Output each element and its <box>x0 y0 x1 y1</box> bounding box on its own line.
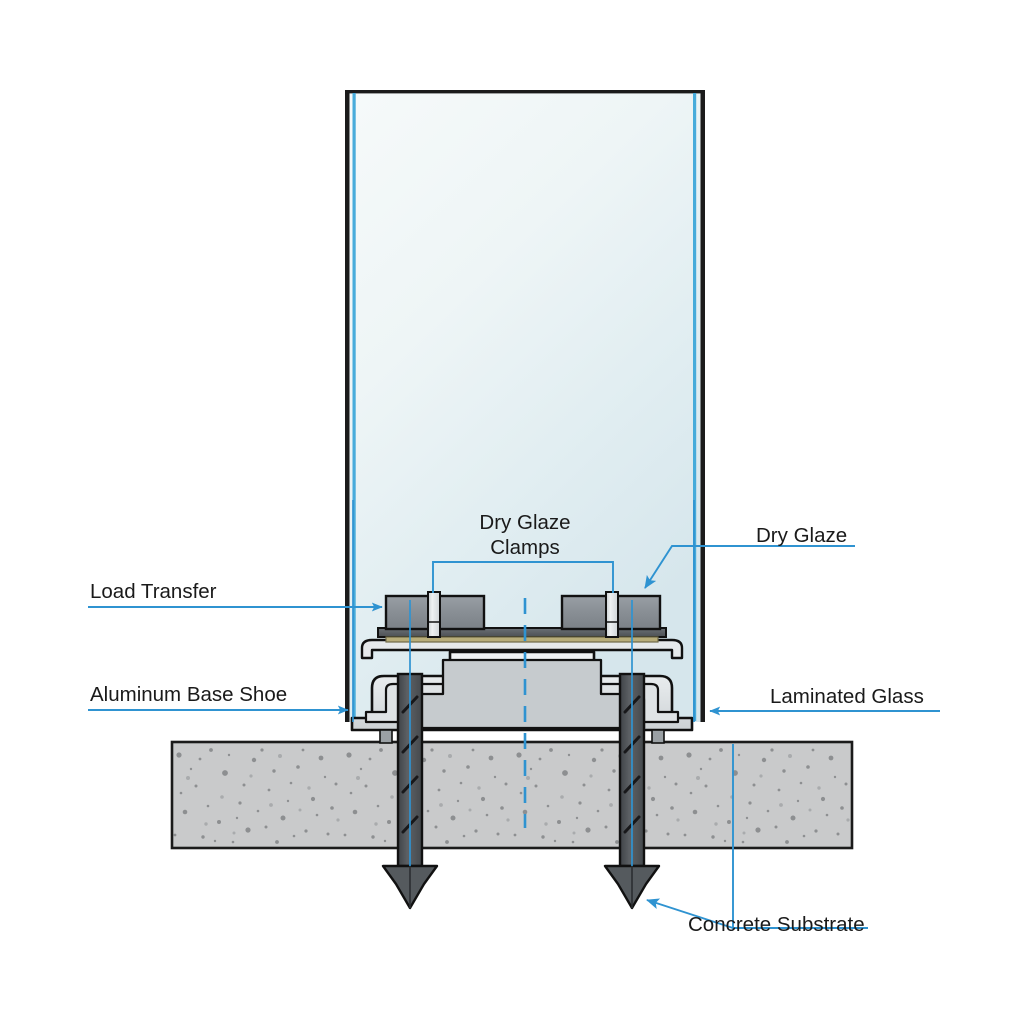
glass-top-edge <box>345 90 705 94</box>
label-concrete-substrate: Concrete Substrate <box>688 913 865 936</box>
clamp-bolt-left <box>427 591 441 638</box>
label-dry-glaze-clamps-line1: Dry Glaze <box>479 511 570 534</box>
label-dry-glaze: Dry Glaze <box>756 524 847 547</box>
clamp-bolt-right <box>605 591 619 638</box>
glass-interlayer-left <box>352 93 356 721</box>
leader-dry-glaze-clamps <box>432 561 614 593</box>
load-transfer-assembly <box>377 627 667 643</box>
base-shoe-shim-left <box>379 729 393 744</box>
label-laminated-glass: Laminated Glass <box>770 685 924 708</box>
label-load-transfer: Load Transfer <box>90 580 217 603</box>
concrete-substrate <box>170 740 854 850</box>
leader-concrete-substrate-arrow <box>646 898 734 929</box>
glass-right-edge <box>700 90 705 722</box>
glass-left-edge <box>345 90 350 722</box>
base-shoe-cap <box>360 638 684 660</box>
label-aluminum-base-shoe: Aluminum Base Shoe <box>90 683 287 706</box>
base-shoe-shim-right <box>651 729 665 744</box>
setting-gasket <box>385 636 659 643</box>
leader-dry-glaze <box>644 545 855 589</box>
label-dry-glaze-clamps-line2: Clamps <box>490 536 560 559</box>
glass-interlayer-right <box>693 93 697 721</box>
